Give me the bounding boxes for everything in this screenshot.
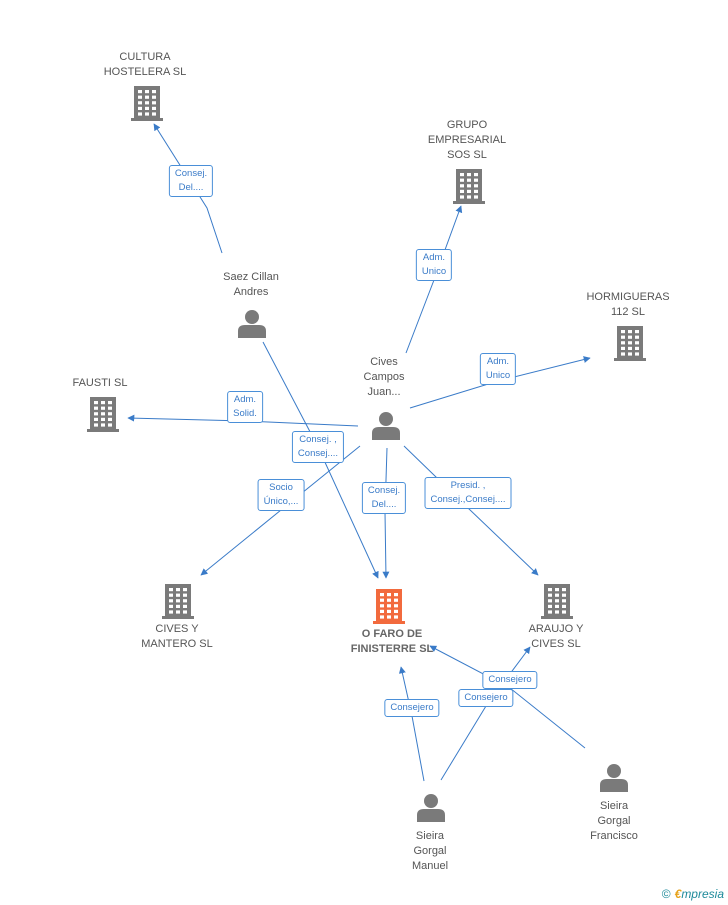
edge-label-line: Consej. [174, 168, 208, 179]
node-label-line: Sieira [415, 830, 445, 842]
node-label-araujo[interactable]: ARAUJO Y CIVES SL [529, 622, 584, 652]
node-label-line: GRUPO [446, 119, 488, 131]
edge-label-cives_campos-to-fausti[interactable]: Adm. Solid. [227, 391, 263, 423]
node-label-line: MANTERO SL [141, 638, 213, 650]
edge-label-line: Consejero [488, 674, 532, 685]
person-icon-sieira_manuel[interactable] [417, 794, 445, 822]
edge-label-cives_campos-to-ofaro[interactable]: Consej. Del.... [361, 482, 407, 514]
person-icon-cives_campos[interactable] [372, 412, 400, 440]
edge-label-saez-to-ofaro[interactable]: Consej. , Consej.... [291, 431, 345, 463]
building-icon-grupo[interactable] [453, 169, 485, 204]
edge-label-line: Consejero [390, 702, 434, 713]
edge-label-saez-to-cultura[interactable]: Consej. Del.... [168, 165, 214, 197]
node-label-cives_mantero[interactable]: CIVES Y MANTERO SL [141, 622, 213, 652]
edge-sieira_manuel-to-araujo [440, 646, 531, 781]
edge-label-line: Adm. [233, 394, 257, 405]
node-label-cultura[interactable]: CULTURA HOSTELERA SL [104, 50, 187, 80]
edge-label-line: Unico [485, 370, 511, 381]
node-label-line: FAUSTI SL [72, 377, 128, 389]
brand-initial: € [674, 887, 682, 901]
edge-label-line: Único,... [263, 496, 299, 507]
node-label-fausti[interactable]: FAUSTI SL [72, 376, 127, 391]
edge-label-line: Socio [269, 482, 293, 493]
node-label-line: EMPRESARIAL [427, 134, 507, 146]
building-icon-araujo[interactable] [541, 584, 573, 619]
node-label-line: O FARO DE [361, 628, 423, 640]
edge-cives_campos-to-araujo [403, 445, 539, 576]
node-label-ofaro[interactable]: O FARO DE FINISTERRE SL [351, 627, 434, 657]
node-label-line: Saez Cillan [223, 271, 279, 283]
node-label-line: FINISTERRE SL [350, 643, 434, 655]
building-icon-fausti[interactable] [87, 397, 119, 432]
edge-label-line: Consej.,Consej.... [430, 494, 506, 505]
node-label-hormigueras[interactable]: HORMIGUERAS 112 SL [586, 290, 669, 320]
edge-label-line: Adm. [422, 252, 446, 263]
node-label-line: Gorgal [413, 845, 447, 857]
brand-name: mpresia [681, 887, 724, 901]
copyright-symbol: © [661, 887, 671, 901]
edge-label-sieira_francisco-to-ofaro[interactable]: Consejero [482, 671, 538, 689]
building-icon-cives_mantero[interactable] [162, 584, 194, 619]
person-icon-sieira_francisco[interactable] [600, 764, 628, 792]
node-label-line: Sieira [599, 800, 629, 812]
node-label-line: CULTURA [119, 51, 171, 63]
node-label-line: Gorgal [597, 815, 631, 827]
node-label-line: Juan... [367, 386, 401, 398]
edge-label-sieira_manuel-to-ofaro[interactable]: Consejero [384, 699, 440, 717]
edge-label-line: Solid. [233, 408, 257, 419]
edge-label-sieira_manuel-to-araujo[interactable]: Consejero [458, 689, 514, 707]
edge-label-line: Consejero [464, 692, 508, 703]
node-label-line: Andres [233, 286, 269, 298]
node-label-line: ARAUJO Y [528, 623, 584, 635]
edge-label-line: Unico [421, 266, 447, 277]
building-icon-cultura[interactable] [131, 86, 163, 121]
edge-label-cives_campos-to-grupo[interactable]: Adm. Unico [415, 249, 453, 281]
node-label-line: HOSTELERA SL [103, 66, 187, 78]
edge-label-line: Adm. [486, 356, 510, 367]
node-label-line: Cives [370, 356, 398, 368]
node-label-line: CIVES Y [155, 623, 199, 635]
edge-saez-to-cultura [153, 123, 223, 254]
edge-sieira_manuel-to-ofaro [398, 666, 425, 782]
node-label-line: CIVES SL [531, 638, 581, 650]
node-label-line: Manuel [411, 860, 449, 872]
node-label-line: HORMIGUERAS [586, 291, 670, 303]
node-label-grupo[interactable]: GRUPO EMPRESARIAL SOS SL [428, 118, 506, 163]
node-label-line: Campos [363, 371, 405, 383]
empresia-watermark[interactable]: ©€mpresia [662, 887, 724, 901]
edge-label-cives_campos-to-araujo[interactable]: Presid. , Consej.,Consej.... [424, 477, 512, 509]
edge-label-line: Del.... [178, 182, 204, 193]
building-icon-ofaro[interactable] [373, 589, 405, 624]
edge-label-line: Consej. , [299, 434, 337, 445]
edge-label-cives_campos-to-hormigueras[interactable]: Adm. Unico [479, 353, 517, 385]
edge-label-line: Consej.... [297, 448, 339, 459]
person-icon-saez[interactable] [238, 310, 266, 338]
node-label-line: 112 SL [610, 306, 646, 318]
edge-label-line: Del.... [371, 499, 397, 510]
node-label-line: Francisco [590, 830, 638, 842]
building-icon-hormigueras[interactable] [614, 326, 646, 361]
edge-label-line: Consej. [367, 485, 401, 496]
edge-label-line: Presid. , [450, 480, 486, 491]
node-label-line: SOS SL [447, 149, 487, 161]
